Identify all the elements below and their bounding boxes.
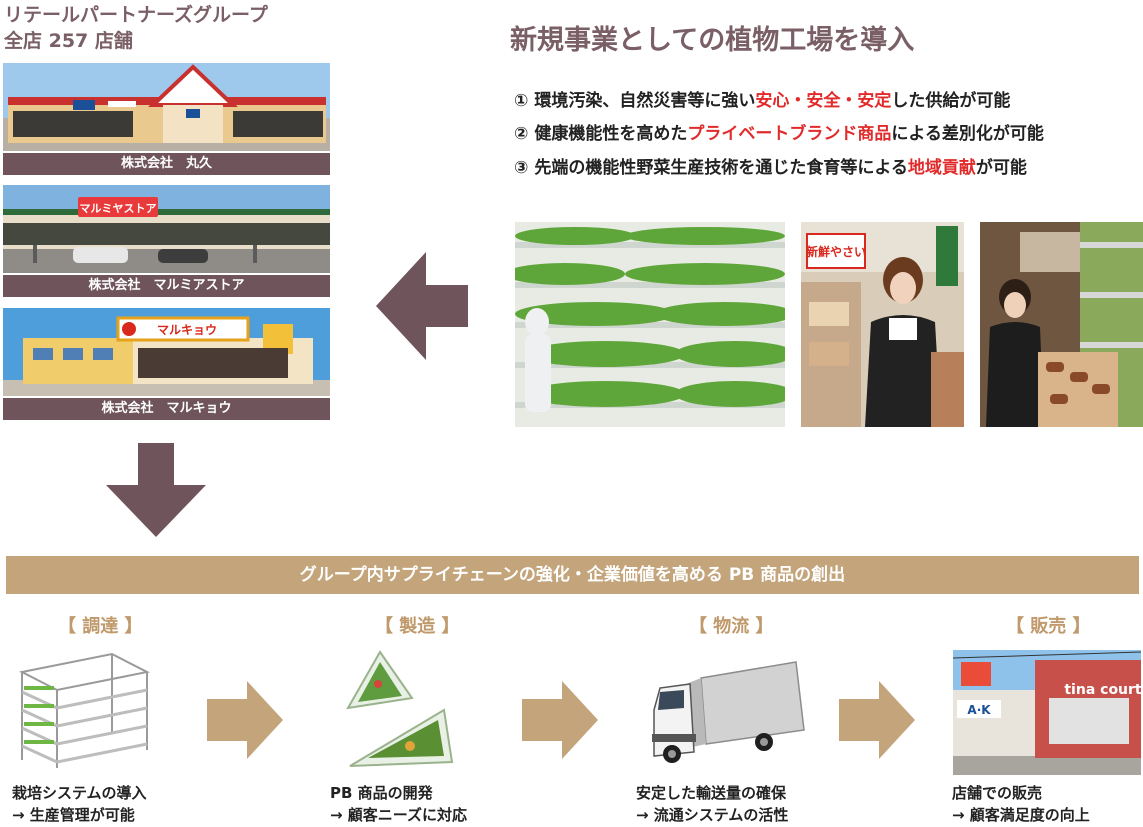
point-text: 先端の機能性野菜生産技術を通じた食育等による (534, 158, 908, 178)
headline: 新規事業としての植物工場を導入 (510, 25, 915, 56)
supply-chain-banner: グループ内サプライチェーンの強化・企業価値を高める PB 商品の創出 (6, 556, 1139, 594)
stage-label-manufacturing: 【 製造 】 (375, 616, 460, 637)
arrow-left-icon (376, 252, 468, 360)
mall-sign-text: tina court (1064, 682, 1141, 698)
point-number: ① (514, 91, 529, 111)
svg-text:A·K: A·K (967, 703, 991, 717)
point-number: ② (514, 124, 529, 144)
marukyu-store-image (3, 63, 330, 151)
stage-desc-line2: → 生産管理が可能 (12, 806, 135, 824)
store-photo-marumia: マルミヤストア 株式会社 マルミアストア (3, 185, 330, 297)
store-photo-marukyu: 株式会社 丸久 (3, 63, 330, 175)
marumia-store-image: マルミヤストア (3, 185, 330, 273)
point-text: 環境汚染、自然災害等に強い (534, 91, 756, 111)
food-education-image (980, 222, 1143, 427)
stage-label-logistics: 【 物流 】 (689, 616, 774, 637)
stage-desc-sales: 店舗での販売 → 顧客満足度の向上 (952, 782, 1090, 826)
marukyo-sign-text: マルキョウ (157, 323, 217, 337)
store-caption: 株式会社 丸久 (3, 153, 330, 175)
cultivation-rack-image (18, 652, 151, 768)
group-title: リテールパートナーズグループ 全店 257 店舗 (4, 2, 268, 54)
point-text-end: による差別化が可能 (891, 124, 1044, 144)
benefit-point-3: ③ 先端の機能性野菜生産技術を通じた食育等による地域貢献が可能 (514, 153, 1027, 178)
arrow-right-icon (522, 681, 598, 759)
stage-desc-line1: 栽培システムの導入 (12, 784, 147, 802)
benefit-point-1: ① 環境汚染、自然災害等に強い安心・安全・安定した供給が可能 (514, 86, 1010, 111)
stage-desc-manufacturing: PB 商品の開発 → 顧客ニーズに対応 (330, 782, 467, 826)
group-store-count: 全店 257 店舗 (4, 30, 133, 52)
arrow-down-icon (106, 443, 206, 537)
point-highlight: 地域貢献 (907, 158, 976, 178)
stage-desc-line2: → 顧客満足度の向上 (952, 806, 1090, 824)
store-caption: 株式会社 マルミアストア (3, 275, 330, 297)
shop-sign-text: 新鮮やさい (806, 244, 866, 259)
point-text: 健康機能性を高めた (534, 124, 688, 144)
stage-desc-logistics: 安定した輸送量の確保 → 流通システムの活性 (636, 782, 788, 826)
point-highlight: 安心・安全・安定 (755, 91, 892, 111)
stage-desc-line2: → 流通システムの活性 (636, 806, 789, 824)
stage-desc-line1: 店舗での販売 (952, 784, 1043, 802)
arrow-right-icon (207, 681, 283, 759)
group-name: リテールパートナーズグループ (4, 4, 268, 26)
marumia-sign-text: マルミヤストア (80, 202, 157, 215)
point-number: ③ (514, 158, 529, 178)
point-text-end: した供給が可能 (891, 91, 1011, 111)
pb-salad-image (346, 650, 454, 767)
point-highlight: プライベートブランド商品 (687, 124, 892, 144)
retail-mall-image: tina court A·K (953, 650, 1141, 775)
stage-desc-line1: 安定した輸送量の確保 (636, 784, 787, 802)
marukyo-store-image: マルキョウ (3, 308, 330, 396)
stage-label-procurement: 【 調達 】 (58, 616, 143, 637)
stage-label-sales: 【 販売 】 (1006, 616, 1091, 637)
store-caption: 株式会社 マルキョウ (3, 398, 330, 420)
point-text-end: が可能 (975, 158, 1027, 178)
plant-factory-image (515, 222, 785, 427)
stage-desc-procurement: 栽培システムの導入 → 生産管理が可能 (12, 782, 147, 826)
delivery-truck-image (652, 661, 805, 763)
arrow-right-icon (839, 681, 915, 759)
stage-desc-line1: PB 商品の開発 (330, 784, 433, 802)
shop-staff-image: 新鮮やさい (801, 222, 964, 427)
benefit-point-2: ② 健康機能性を高めたプライベートブランド商品による差別化が可能 (514, 119, 1044, 144)
stage-desc-line2: → 顧客ニーズに対応 (330, 806, 468, 824)
store-photo-marukyo: マルキョウ 株式会社 マルキョウ (3, 308, 330, 420)
